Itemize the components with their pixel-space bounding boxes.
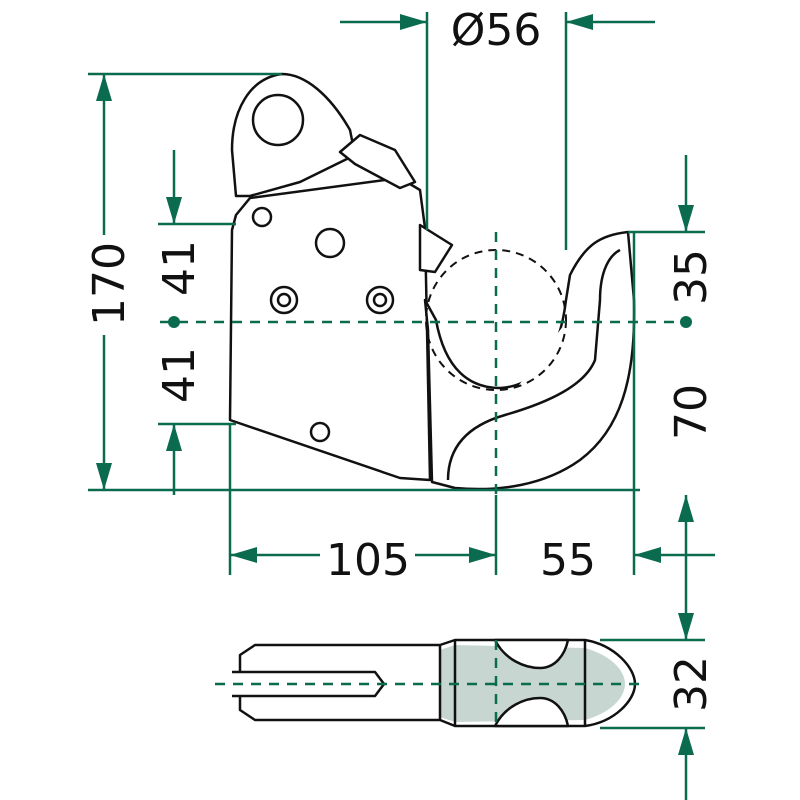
- centre-dot-left: [168, 316, 180, 328]
- overall-height-label: 170: [84, 242, 135, 326]
- thickness-label: 32: [666, 656, 717, 712]
- hook-side-view: [228, 72, 636, 491]
- bolt-right-inner: [372, 292, 388, 308]
- dim-diameter: Ø56: [340, 5, 655, 250]
- diameter-label: Ø56: [451, 5, 542, 56]
- hole-top-left: [251, 206, 273, 228]
- body-length-label: 105: [326, 535, 410, 586]
- dim-lower-half: 41: [154, 347, 236, 495]
- hole-large: [314, 227, 346, 259]
- catch: [418, 223, 454, 274]
- hook-length-label: 55: [540, 535, 596, 586]
- dim-hook-bottom-lines: [678, 495, 694, 640]
- hole-bottom: [309, 421, 331, 443]
- latch-lever: [338, 133, 417, 190]
- dim-thickness: 32: [600, 638, 717, 800]
- dim-hook-length: 55: [540, 232, 715, 586]
- bolt-left-inner: [276, 292, 292, 308]
- dim-overall-height: 170: [80, 72, 640, 492]
- hook-jaw: [423, 230, 636, 491]
- plan-shading-body: [440, 645, 625, 722]
- plan-notch-bottom: [493, 696, 570, 728]
- dim-body-length: 105: [228, 425, 498, 586]
- hook-bottom-label: 70: [666, 384, 717, 440]
- hook-top-label: 35: [666, 249, 717, 305]
- lower-half-label: 41: [154, 347, 205, 403]
- dim-hook-top: 35: [628, 155, 717, 305]
- plan-notch-top: [493, 638, 570, 670]
- upper-half-label: 41: [154, 240, 205, 296]
- dim-hook-bottom: 70: [666, 384, 717, 440]
- dim-upper-half: 41: [154, 150, 236, 296]
- hook-inner-face: [446, 248, 621, 481]
- latch-eye: [251, 93, 305, 147]
- centre-dot-right: [680, 316, 692, 328]
